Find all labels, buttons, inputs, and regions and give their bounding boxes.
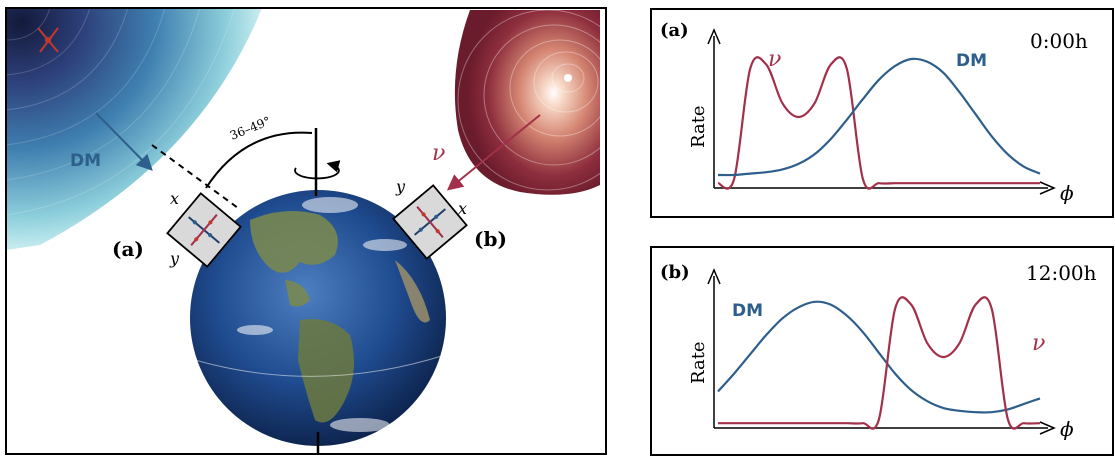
chart-b-dm-label: DM — [732, 301, 763, 321]
chart-b-tag: (b) — [660, 262, 690, 283]
detector-a-label: (a) — [112, 237, 144, 261]
angle-arc — [205, 131, 313, 189]
chart-b-series-dm-line — [717, 300, 1041, 414]
earth-clouds — [237, 197, 407, 432]
nu-arrow — [446, 114, 541, 191]
chart-b-time: 12:00h — [1026, 261, 1097, 285]
dm-label: DM — [70, 151, 101, 171]
chart-a-tag: (a) — [660, 20, 689, 41]
chart-a-nu-label: ν — [768, 47, 781, 72]
nu-source-blob — [454, 10, 600, 195]
rotation-arrow-icon — [294, 160, 341, 180]
left-panel-frame — [5, 7, 607, 455]
rate-chart-b: (b) 12:00h Rate ϕ DM ν — [650, 246, 1114, 456]
sun-center — [564, 74, 572, 82]
dm-halo — [6, 8, 262, 250]
chart-b-series-nu-line — [718, 296, 1041, 430]
earth-continents — [250, 211, 430, 423]
galactic-center-icon — [37, 27, 59, 53]
detector-b-axis-y: y — [395, 177, 406, 196]
detector-b — [392, 184, 468, 260]
nu-label: ν — [432, 141, 445, 166]
rate-chart-a: (a) 0:00h Rate ϕ ν DM — [650, 8, 1114, 218]
chart-b-axes — [707, 268, 1056, 435]
chart-a-time: 0:00h — [1030, 29, 1088, 53]
equator-line — [194, 354, 446, 377]
chart-a-ylabel: Rate — [688, 105, 709, 148]
nu-source-contours — [457, 9, 606, 191]
earth — [190, 190, 446, 446]
left-diagram-panel: 36–49° DM ν x y (a) y x (b) — [5, 7, 607, 455]
detector-a-axis-y: y — [169, 249, 180, 268]
chart-a-axes — [707, 28, 1056, 195]
chart-a-series-dm-line — [717, 57, 1041, 177]
detector-a — [166, 192, 242, 268]
chart-b-xlabel: ϕ — [1060, 417, 1074, 441]
chart-b-ylabel: Rate — [688, 341, 709, 384]
detector-a-axis-x: x — [170, 189, 179, 208]
dm-dashed-direction — [151, 144, 239, 209]
dm-halo-contours — [6, 8, 236, 216]
dm-arrow — [95, 112, 153, 171]
chart-b-frame — [650, 246, 1114, 456]
chart-a-series-nu-line — [717, 56, 1040, 190]
chart-a-xlabel: ϕ — [1060, 181, 1074, 205]
chart-a-dm-label: DM — [956, 51, 987, 71]
detector-b-axis-x: x — [458, 199, 467, 218]
chart-b-nu-label: ν — [1032, 331, 1045, 356]
detector-b-label: (b) — [474, 227, 507, 251]
